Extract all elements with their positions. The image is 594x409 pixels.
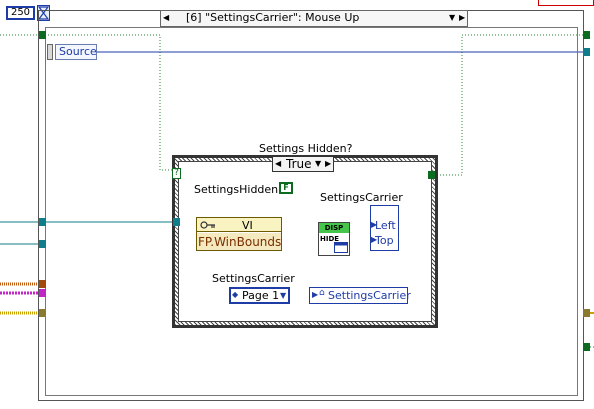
property-node-header [197,218,281,232]
reference-text: SettingsCarrier [328,289,411,302]
case-dropdown-arrow[interactable]: ▼ [315,159,322,168]
prev-case-arrow[interactable]: ◀ [163,13,170,22]
left-arrow-icon: ▶ [371,220,378,229]
home-icon: ⌂ [319,288,325,298]
page-ring-dropdown[interactable]: ▼ [280,291,287,300]
page-control-label: SettingsCarrier [212,272,295,285]
event-selector[interactable] [160,10,468,27]
reference-tunnel-2 [39,240,46,248]
event-dropdown-arrow[interactable]: ▼ [449,13,456,22]
event-structure-diagram [45,27,578,396]
settings-hidden-constant[interactable]: F [279,182,293,194]
source-tunnel-right [583,48,590,56]
yellow-tunnel-right [583,309,590,317]
window-icon [334,242,348,253]
increment-icon[interactable]: ◆ [232,290,239,299]
green-tunnel-right [583,343,590,351]
boolean-wire-right [431,34,584,176]
disp-label: DISP [319,223,349,233]
case-structure-label: Settings Hidden? [259,142,353,155]
cluster-field-top[interactable]: Top [375,234,394,247]
top-arrow-icon: ▶ [371,235,378,244]
property-name[interactable]: FP.WinBounds [198,235,282,249]
cluster-bundle[interactable] [370,205,399,251]
next-case-arrow[interactable]: ▶ [459,13,466,22]
settings-hidden-label: SettingsHidden [194,183,279,196]
case-prev-arrow[interactable]: ◀ [275,159,282,168]
top-right-edge [538,0,594,6]
case-selector[interactable] [272,156,334,172]
page-ring-constant[interactable] [229,287,290,304]
case-output-tunnel [428,171,435,179]
key-icon [200,220,216,230]
case-selector-terminal: ? [172,168,181,179]
case-next-arrow[interactable]: ▶ [325,159,332,168]
boolean-tunnel-right [583,31,590,39]
cluster-field-left[interactable]: Left [375,219,396,232]
property-row [197,233,281,250]
case-selector-value: True [286,157,312,171]
timeout-constant[interactable]: 250 [6,6,35,20]
hourglass-icon [37,5,50,21]
property-node-class: VI [242,219,253,232]
event-data-node-handle[interactable] [47,44,53,60]
event-selector-label: [6] "SettingsCarrier": Mouse Up [186,11,360,24]
reference-arrow-icon: ▶ [312,290,319,299]
reference-tunnel-1 [39,218,46,226]
case-reference-tunnel [173,218,180,226]
cluster-label: SettingsCarrier [320,191,403,204]
page-ring-value: Page 1 [242,289,280,302]
source-terminal[interactable]: Source [55,44,97,60]
yellow-tunnel-left [39,309,46,317]
string-tunnel-left [39,289,46,297]
boolean-tunnel-left [39,31,46,39]
settings-carrier-reference[interactable] [309,287,408,304]
hide-label: HIDE [320,235,340,243]
cluster-tunnel-left [39,280,46,288]
